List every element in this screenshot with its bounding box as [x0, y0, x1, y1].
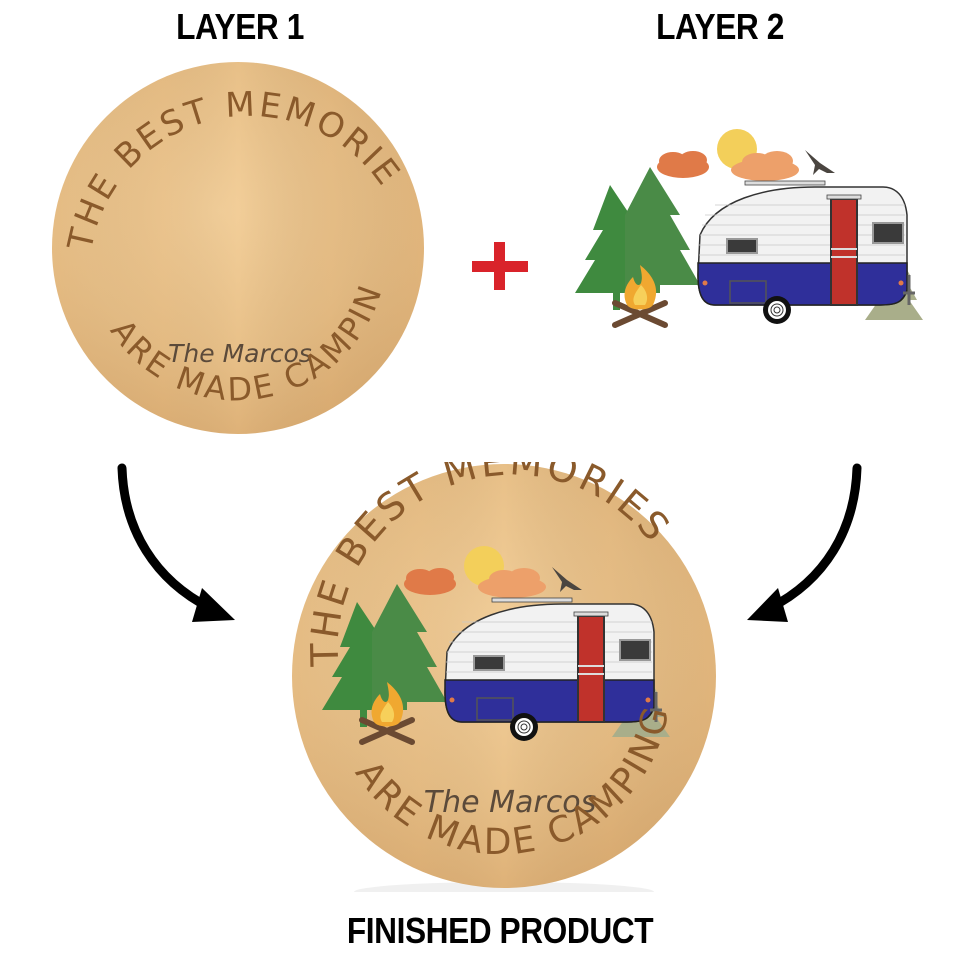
- finished-product-heading: FINISHED PRODUCT: [346, 910, 654, 951]
- plus-icon: [472, 242, 528, 290]
- finished-product-sign: THE BEST MEMORIES The Marcos ARE MADE CA…: [292, 462, 716, 892]
- layer-1-family-name: The Marcos: [168, 339, 312, 368]
- finished-family-name: The Marcos: [424, 785, 596, 820]
- curved-arrow-down-right-icon: [117, 463, 235, 622]
- layer-1-heading: LAYER 1: [176, 6, 304, 47]
- curved-arrow-down-left-icon: [747, 463, 862, 622]
- layer-2-camping-cutouts: [565, 115, 925, 345]
- layer-1-wood-disc: THE BEST MEMORIES The Marcos ARE MADE CA…: [50, 60, 424, 434]
- layer-2-heading: LAYER 2: [656, 6, 784, 47]
